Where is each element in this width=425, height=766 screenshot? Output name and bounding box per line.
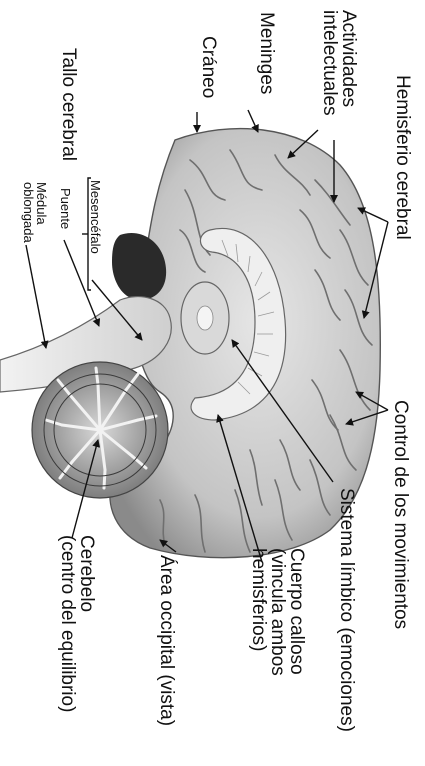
label-calloso-line2: (vincula ambos <box>268 548 287 676</box>
label-medula-line1: Médula <box>35 182 48 243</box>
label-cuerpo-calloso: Cuerpo calloso (vincula ambos hemisferio… <box>249 548 306 676</box>
label-actividades-line2: intelectuales <box>320 10 339 116</box>
arrow-tallo <box>26 245 46 348</box>
label-calloso-line3: hemisferios) <box>249 548 268 676</box>
label-mesencefalo: Mesencéfalo <box>89 180 102 254</box>
label-cerebelo: Cerebelo (centro del equilibrio) <box>58 535 96 712</box>
label-puente: Puente <box>59 188 72 229</box>
label-meninges: Meninges <box>257 12 276 94</box>
label-medula-oblongada: Médula oblongada <box>22 182 48 243</box>
label-cerebelo-line1: Cerebelo <box>77 535 96 712</box>
label-craneo: Cráneo <box>199 36 218 98</box>
thalamus-center <box>197 306 213 330</box>
label-actividades-intelectuales: Actividades intelectuales <box>320 10 358 116</box>
label-calloso-line1: Cuerpo calloso <box>287 548 306 676</box>
label-area-occipital: Área occipital (vista) <box>157 555 176 726</box>
label-control-movimientos: Control de los movimientos <box>391 400 410 629</box>
label-actividades-line1: Actividades <box>339 10 358 116</box>
label-sistema-limbico: Sistema límbico (emociones) <box>337 488 356 732</box>
label-medula-line2: oblongada <box>22 182 35 243</box>
label-hemisferio-cerebral: Hemisferio cerebral <box>393 75 412 240</box>
label-tallo-cerebral: Tallo cerebral <box>59 48 78 161</box>
label-cerebelo-line2: (centro del equilibrio) <box>58 535 77 712</box>
